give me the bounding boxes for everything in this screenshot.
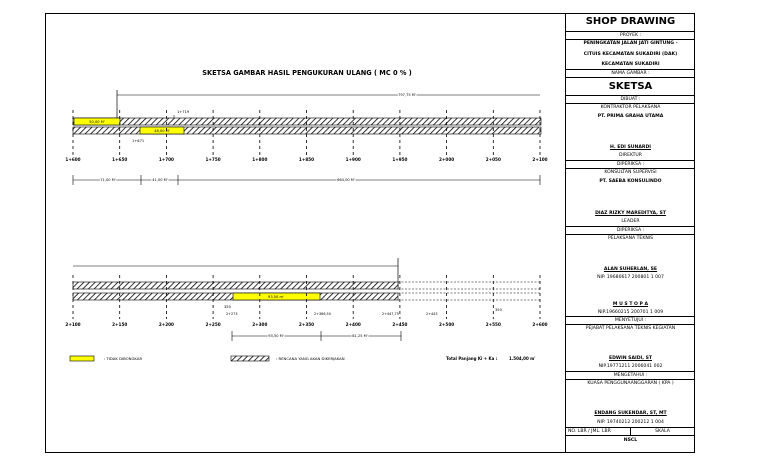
station-label: 1+900 bbox=[346, 157, 361, 162]
drawing-title: SKETSA GAMBAR HASIL PENGUKURAN ULANG ( M… bbox=[202, 69, 412, 77]
legend-yellow-swatch bbox=[69, 355, 95, 362]
s1-dim-a: 71,00 M' bbox=[100, 178, 116, 182]
legend: : TIDAK DIBONGKAR : RENCANA YANG AKAN DI… bbox=[69, 355, 536, 362]
station-label: 1+600 bbox=[65, 157, 80, 162]
station-label: 2+250 bbox=[206, 322, 221, 327]
nama-gambar-label: NAMA GAMBAR : bbox=[611, 71, 650, 76]
s1-dim-b: 41,00 M' bbox=[152, 178, 168, 182]
station-label: 1+700 bbox=[159, 157, 174, 162]
station-label: 2+100 bbox=[532, 157, 547, 162]
edwin-nip: NIP.19771211 2006041 002 bbox=[598, 364, 663, 369]
s1-hatched-strip-top bbox=[72, 117, 542, 126]
mustopa-nip: NIP.19660215 200701 1 009 bbox=[597, 310, 664, 315]
diperiksa-label-2: DIPERIKSA : bbox=[616, 228, 645, 233]
proyek-line-1: PENINGKATAN JALAN JATI GINTUNG - bbox=[583, 41, 678, 46]
proyek-line-3: KECAMATAN SUKADIRI bbox=[601, 62, 660, 67]
station-label: 2+350 bbox=[299, 322, 314, 327]
sketch-drawing-area: SKETSA GAMBAR HASIL PENGUKURAN ULANG ( M… bbox=[65, 69, 548, 362]
s1-yellow2-label: 48,00 M' bbox=[154, 129, 170, 133]
s2-sta-350a: 350 bbox=[224, 305, 232, 309]
no-lbr-label: NO. LBR / JML. LBR bbox=[568, 429, 611, 434]
section-1: 797,75 M' 1+719 50,00 M' 48,00 M' 1+671 … bbox=[65, 90, 548, 185]
s1-yellow-segment-1 bbox=[73, 117, 121, 126]
s1-yellow1-label: 50,00 M' bbox=[89, 120, 105, 124]
kpa-label: KUASA PENGGUNAANGGARAN ( KPA ) bbox=[587, 381, 674, 386]
section-2: 93,50 m' 350 2+273 2+366,50 2+447,75 2+4… bbox=[65, 258, 548, 341]
s2-yellow-label: 93,50 m' bbox=[268, 295, 284, 299]
station-label: 2+450 bbox=[392, 322, 407, 327]
s2-sta-2447: 2+447,75 bbox=[382, 312, 399, 316]
station-label: 1+800 bbox=[252, 157, 267, 162]
station-label: 2+400 bbox=[346, 322, 361, 327]
s1-sta-1671: 1+671 bbox=[132, 139, 144, 143]
s2-hatched-strip-top bbox=[72, 281, 399, 290]
s2-sta-2366: 2+366,50 bbox=[314, 312, 331, 316]
s1-dim-c: 664,00 M' bbox=[337, 178, 355, 182]
station-label: 2+600 bbox=[532, 322, 547, 327]
station-label: 1+650 bbox=[112, 157, 127, 162]
konsultan-name: PT. SAEBA KONSULINDO bbox=[599, 179, 662, 184]
direktur-name: H. EDI SUNARDI bbox=[610, 145, 651, 150]
title-block: SHOP DRAWING PROYEK : PENINGKATAN JALAN … bbox=[565, 14, 695, 452]
station-label: 1+950 bbox=[392, 157, 407, 162]
station-label: 2+300 bbox=[252, 322, 267, 327]
pelaksana-teknis-label: PELAKSANA TEKNIS bbox=[607, 236, 654, 241]
nscl-label: NSCL bbox=[623, 438, 638, 443]
kontraktor-name: PT. PRIMA GRAHA UTAMA bbox=[597, 114, 664, 119]
proyek-label: PROYEK : bbox=[619, 33, 642, 38]
legend-yellow-label: : TIDAK DIBONGKAR bbox=[104, 356, 142, 361]
s1-sta-1719: 1+719 bbox=[177, 110, 190, 114]
kontraktor-label: KONTRAKTOR PELAKSANA bbox=[600, 105, 661, 110]
total-length-label: Total Panjang Ki + Ka : bbox=[446, 356, 498, 361]
alan-nip: NIP. 19680617 200801 1 007 bbox=[597, 275, 664, 280]
s2-sta-2443: 2+443 bbox=[426, 312, 437, 316]
legend-hatch-swatch bbox=[230, 355, 270, 362]
station-label: 2+100 bbox=[65, 322, 80, 327]
proyek-line-2: CITUIS KECAMATAN SUKADIRI (DAK) bbox=[583, 52, 678, 57]
diperiksa-label-1: DIPERIKSA : bbox=[616, 162, 645, 167]
leader-name: DIAZ RIZKY MAREDITYA, ST bbox=[595, 211, 666, 216]
s2-sta-2273: 2+273 bbox=[226, 312, 237, 316]
s1-dim-top: 797,75 M' bbox=[398, 93, 416, 97]
s1-yellow-segment-2 bbox=[139, 126, 185, 135]
station-label: 2+050 bbox=[486, 157, 501, 162]
legend-hatch-label: : RENCANA YANG AKAN DIKERJAKAN bbox=[276, 356, 345, 361]
edwin-name: EDWIN SAIDI, ST bbox=[608, 356, 653, 361]
nama-gambar: SKETSA bbox=[608, 81, 653, 92]
s2-dim-a: 93,50 M' bbox=[268, 334, 284, 338]
mustopa-name: M U S T O P A bbox=[612, 302, 649, 307]
dibuat-label: DIBUAT : bbox=[620, 97, 641, 102]
leader-role: LEADER bbox=[621, 219, 640, 224]
s2-sta-350b: 350 bbox=[495, 308, 503, 312]
title-block-title: SHOP DRAWING bbox=[585, 16, 676, 27]
konsultan-label: KONSULTAN SUPERVISI bbox=[604, 170, 657, 175]
station-label: 2+500 bbox=[439, 322, 454, 327]
station-label: 2+550 bbox=[486, 322, 501, 327]
station-label: 2+150 bbox=[112, 322, 127, 327]
total-length-value: 1.504,00 m' bbox=[509, 356, 536, 361]
station-label: 2+000 bbox=[439, 157, 454, 162]
s2-dim-b: 81,25 M' bbox=[352, 334, 368, 338]
station-label: 1+850 bbox=[299, 157, 314, 162]
alan-name: ALAN SUHERLAN, SE bbox=[603, 267, 658, 272]
endang-nip: NIP. 19740212 200212 1 004 bbox=[597, 420, 664, 425]
pptk-label: PEJABAT PELAKSANA TEKNIS KEGIATAN bbox=[585, 326, 676, 331]
drawing-sheet-border bbox=[45, 13, 695, 453]
mengetahui-label: MENGETAHUI : bbox=[613, 373, 648, 378]
station-label: 1+750 bbox=[206, 157, 221, 162]
s2-yellow-segment bbox=[232, 292, 321, 301]
menyetujui-label: MENYETUJUI : bbox=[614, 318, 647, 323]
endang-name: ENDANG SUKENDAR, ST, MT bbox=[594, 411, 667, 416]
direktur-role: DIREKTUR bbox=[618, 153, 642, 158]
skala-label: SKALA bbox=[655, 429, 670, 434]
station-label: 2+200 bbox=[159, 322, 174, 327]
